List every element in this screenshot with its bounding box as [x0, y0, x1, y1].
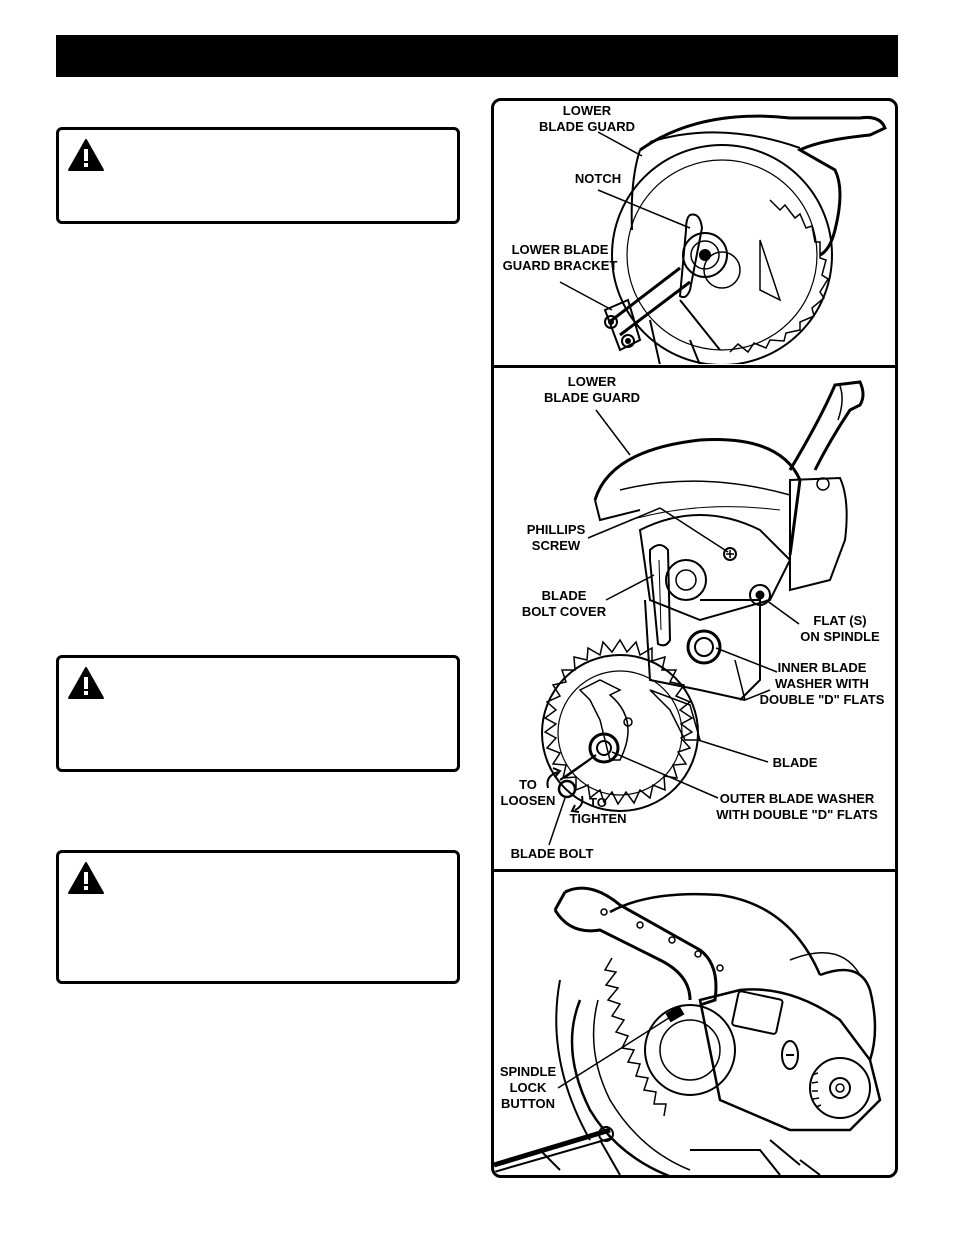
label-blade-bolt-cover: BLADE BOLT COVER — [521, 588, 607, 619]
figure-1-lower-guard — [559, 114, 887, 364]
label-lower-blade-guard-2: LOWER BLADE GUARD — [543, 374, 641, 405]
label-to-tighten: TO TIGHTEN — [569, 795, 627, 826]
label-flats-on-spindle: FLAT (S) ON SPINDLE — [800, 613, 880, 644]
warning-box-3 — [56, 850, 460, 984]
figure-3-saw-head — [494, 886, 882, 1175]
label-lower-blade-guard-bracket: LOWER BLADE GUARD BRACKET — [502, 242, 618, 273]
label-phillips-screw: PHILLIPS SCREW — [526, 522, 586, 553]
label-outer-blade-washer: OUTER BLADE WASHER WITH DOUBLE "D" FLATS — [716, 791, 878, 822]
label-notch: NOTCH — [574, 171, 622, 186]
label-lower-blade-guard-1: LOWER BLADE GUARD — [538, 103, 636, 134]
warning-triangle-icon — [68, 139, 104, 171]
label-inner-blade-washer: INNER BLADE WASHER WITH DOUBLE "D" FLATS — [759, 660, 885, 707]
label-blade: BLADE — [772, 755, 818, 770]
figure-divider-2 — [491, 869, 898, 872]
label-spindle-lock-button: SPINDLE LOCK BUTTON — [499, 1064, 557, 1111]
label-blade-bolt: BLADE BOLT — [510, 846, 594, 861]
warning-triangle-icon — [68, 667, 104, 699]
figure-frame — [491, 98, 898, 1178]
warning-box-2 — [56, 655, 460, 772]
warning-box-1 — [56, 127, 460, 224]
figure-2-blade-assembly — [541, 380, 865, 846]
section-header-bar — [56, 35, 898, 77]
label-to-loosen: TO LOOSEN — [500, 777, 556, 808]
figure-divider-1 — [491, 365, 898, 368]
warning-triangle-icon — [68, 862, 104, 894]
